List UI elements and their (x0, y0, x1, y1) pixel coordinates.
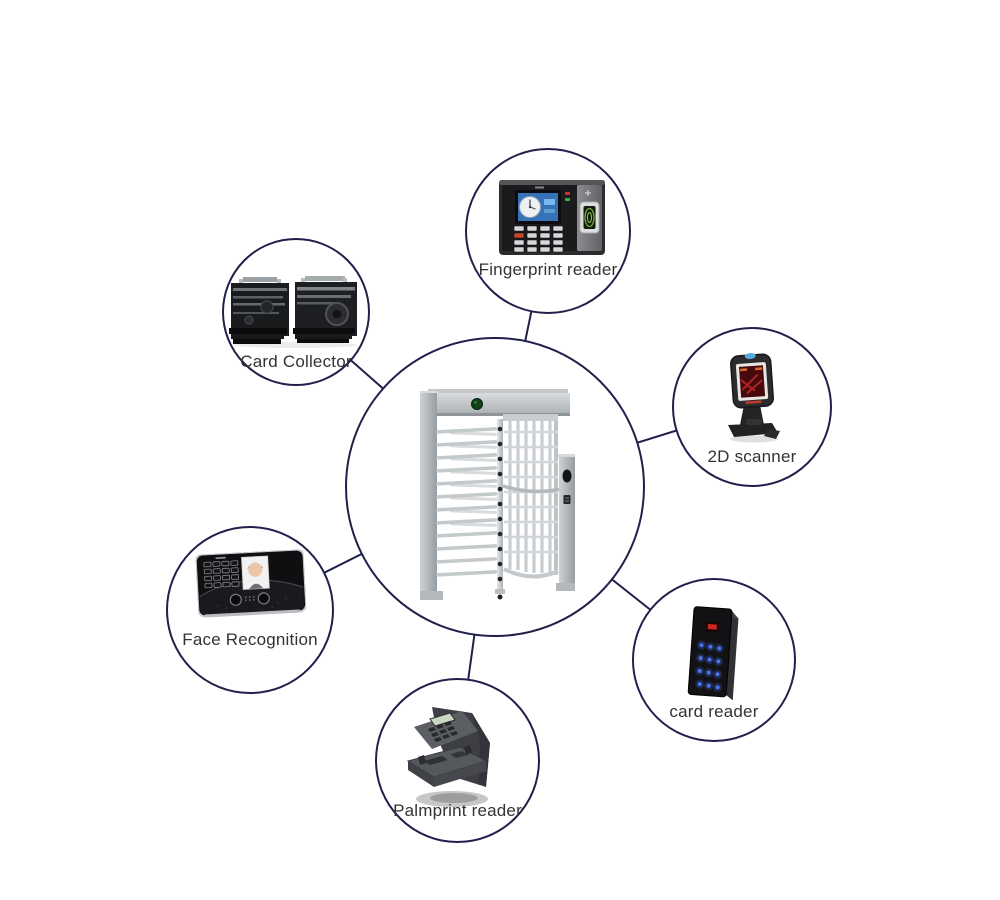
node-card-reader: card reader (632, 578, 796, 742)
fingerprint-reader-image (499, 180, 605, 255)
face-recognition-image (195, 549, 307, 618)
scanner-head (730, 353, 774, 409)
node-face-recognition: Face Recognition (166, 526, 334, 694)
scanner-brand (745, 400, 762, 405)
palmprint-reader-image (406, 707, 490, 807)
node-label: Face Recognition (182, 630, 318, 649)
brand-mark (535, 186, 544, 189)
node-label: Card Collector (240, 352, 352, 371)
node-label: Fingerprint reader (478, 260, 618, 279)
2d-scanner-image (728, 353, 780, 443)
node-fingerprint-reader: Fingerprint reader (465, 148, 631, 314)
collector-module-left (229, 277, 289, 344)
device-keypad (203, 560, 240, 589)
node-label: card reader (669, 702, 759, 721)
node-label: Palmprint reader (393, 801, 522, 820)
node-palmprint-reader: Palmprint reader (375, 678, 540, 843)
scanner-base (728, 419, 780, 439)
status-led-green (565, 198, 570, 201)
fingerprint-sensor (579, 201, 600, 234)
palm-console (414, 711, 478, 749)
face-photo (241, 555, 270, 590)
palm-keypad (428, 721, 458, 742)
node-label: 2D scanner (707, 447, 797, 466)
status-led-red (565, 192, 570, 195)
palm-lcd (429, 712, 456, 727)
node-turnstile (345, 337, 645, 637)
full-height-turnstile-image (420, 389, 575, 600)
card-reader-image (687, 606, 739, 701)
reader-keypad (695, 640, 724, 692)
node-2d-scanner: 2D scanner (672, 327, 832, 487)
reader-side (726, 611, 739, 701)
card-collector-image (229, 276, 357, 348)
cross-mark (585, 190, 591, 196)
device-keypad (513, 225, 564, 253)
brand-mark (215, 556, 226, 560)
device-shadow (416, 791, 488, 807)
node-card-collector: Card Collector (222, 238, 370, 386)
camera-lenses (217, 592, 287, 610)
collector-module-right (293, 276, 357, 343)
scanner-led (744, 353, 756, 360)
